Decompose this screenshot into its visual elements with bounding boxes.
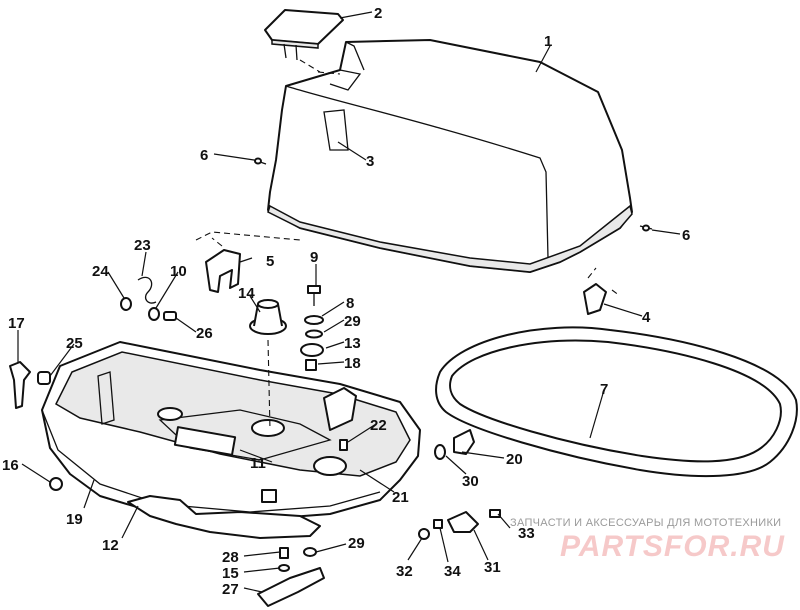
- part-27-bracket: [257, 567, 325, 607]
- callout-13: 13: [344, 335, 361, 352]
- part-6-pin-right: [639, 224, 653, 232]
- part-16-nut: [49, 477, 63, 491]
- part-4-latch-plate: [583, 283, 607, 315]
- part-30-washer: [434, 444, 446, 460]
- callout-10: 10: [170, 263, 187, 280]
- part-9-bolt: [307, 285, 321, 306]
- part-7-seal: [435, 326, 798, 478]
- part-1-engine-cover: [267, 39, 633, 273]
- callout-6-right: 6: [682, 227, 690, 244]
- callout-21: 21: [392, 489, 409, 506]
- callout-31: 31: [484, 559, 501, 576]
- callout-17: 17: [8, 315, 25, 332]
- part-31-lever: [447, 511, 479, 533]
- part-25-bushing: [37, 371, 51, 385]
- part-14-grommet: [249, 299, 287, 335]
- part-18-spacer: [305, 359, 317, 371]
- callout-30: 30: [462, 473, 479, 490]
- part-2-cap: [264, 9, 344, 61]
- callout-15: 15: [222, 565, 239, 582]
- leader-lines: [17, 11, 681, 593]
- part-32-nut: [418, 528, 430, 540]
- callout-19: 19: [66, 511, 83, 528]
- callout-11: 11: [250, 455, 266, 472]
- callout-28: 28: [222, 549, 239, 566]
- part-15-washer: [278, 564, 290, 572]
- part-6-pin-left: [253, 157, 267, 165]
- callout-29-upper: 29: [344, 313, 361, 330]
- callout-9: 9: [310, 249, 318, 266]
- part-23-spring: [137, 276, 157, 304]
- part-12-gasket: [127, 495, 321, 539]
- part-5-bracket: [205, 249, 241, 293]
- part-26-screw: [163, 311, 177, 321]
- callout-32: 32: [396, 563, 413, 580]
- callout-27: 27: [222, 581, 239, 598]
- part-13-mount: [300, 343, 324, 357]
- part-34-screw: [433, 519, 443, 529]
- callout-labels: 2 1 3 6 6 5 4 7 9 8 29 13 18 14 23 24 10…: [2, 5, 690, 598]
- callout-5: 5: [266, 253, 274, 270]
- part-33-screw: [489, 509, 501, 518]
- callout-6-left: 6: [200, 147, 208, 164]
- part-29-washer: [305, 329, 323, 339]
- part-17-handle: [9, 361, 31, 409]
- callout-2: 2: [374, 5, 382, 22]
- callout-33: 33: [518, 525, 535, 542]
- callout-18: 18: [344, 355, 361, 372]
- callout-20: 20: [506, 451, 523, 468]
- callout-16: 16: [2, 457, 19, 474]
- watermark: ЗАПЧАСТИ И АКСЕССУАРЫ ДЛЯ МОТОТЕХНИКИ PA…: [510, 517, 785, 563]
- part-22-screw: [339, 439, 348, 451]
- callout-22: 22: [370, 417, 387, 434]
- callout-8: 8: [346, 295, 354, 312]
- callout-25: 25: [66, 335, 83, 352]
- callout-14: 14: [238, 285, 255, 302]
- callout-12: 12: [102, 537, 119, 554]
- part-20-latch: [453, 429, 475, 455]
- callout-34: 34: [444, 563, 461, 580]
- watermark-logo: PARTSFOR.RU: [560, 530, 785, 563]
- part-8-washer: [304, 315, 324, 325]
- callout-29-lower: 29: [348, 535, 365, 552]
- part-28-screw: [279, 547, 289, 559]
- part-10-washer: [148, 307, 160, 321]
- part-19-lower-pan: [41, 341, 421, 521]
- part-24-washer: [120, 297, 132, 311]
- callout-26: 26: [196, 325, 213, 342]
- part-29b-washer: [303, 547, 317, 557]
- callout-1: 1: [544, 33, 552, 50]
- callout-23: 23: [134, 237, 151, 254]
- watermark-subtitle: ЗАПЧАСТИ И АКСЕССУАРЫ ДЛЯ МОТОТЕХНИКИ: [510, 517, 781, 529]
- callout-24: 24: [92, 263, 109, 280]
- callout-4: 4: [642, 309, 651, 326]
- callout-7: 7: [600, 381, 608, 398]
- callout-3: 3: [366, 153, 374, 170]
